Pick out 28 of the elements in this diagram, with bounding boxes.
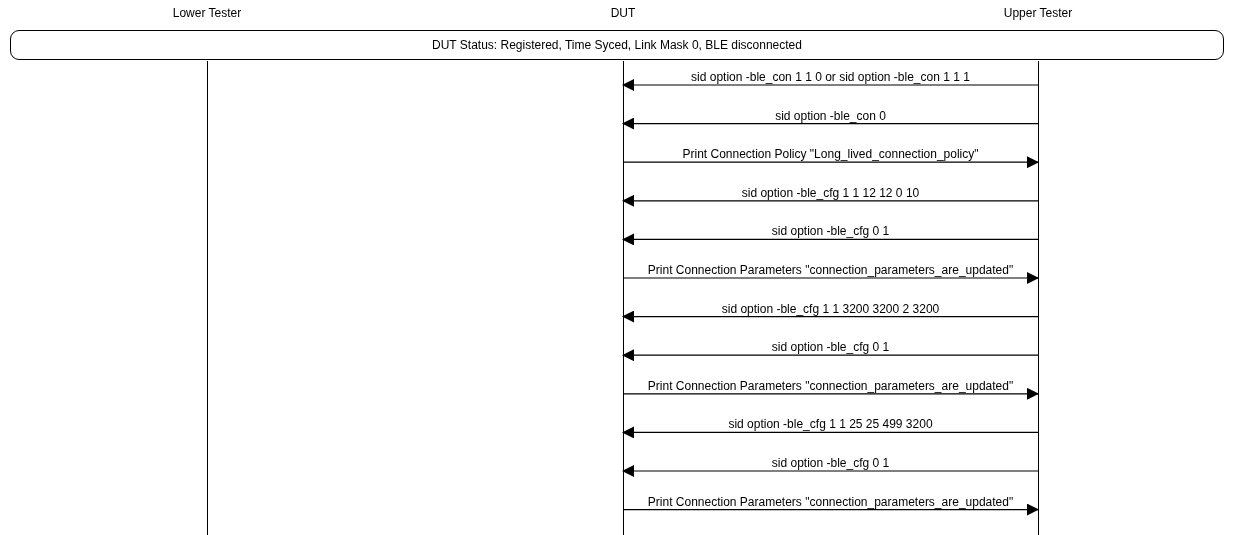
- status-bar: DUT Status: Registered, Time Syced, Link Mask 0, BLE disconnected: [10, 30, 1224, 60]
- message-arrow: [622, 465, 1039, 477]
- participant-label: Upper Tester: [1003, 6, 1073, 20]
- message-arrow: [622, 194, 1039, 207]
- message-arrow: [622, 349, 1039, 362]
- message-arrow: [622, 117, 1039, 130]
- message-label: sid option -ble_con 0: [773, 108, 888, 123]
- message-arrow: [622, 310, 1039, 323]
- message-arrow: [622, 272, 1039, 284]
- message-arrow: [622, 233, 1039, 246]
- message-arrow: [622, 156, 1039, 169]
- message-arrow: [622, 503, 1039, 516]
- message-label: Print Connection Policy "Long_lived_connection_policy": [680, 147, 981, 162]
- message-label: sid option -ble_cfg 0 1: [769, 456, 892, 470]
- participant-label: Lower Tester: [172, 6, 242, 20]
- participant-label: DUT: [610, 6, 636, 20]
- message-label: sid option -ble_cfg 1 1 25 25 499 3200: [726, 417, 935, 432]
- message-label: sid option -ble_con 1 1 0 or sid option -ble_con 1 1 1: [689, 70, 972, 84]
- message-label: Print Connection Parameters "connection_parameters_are_updated": [645, 378, 1016, 393]
- message-label: Print Connection Parameters "connection_parameters_are_updated": [645, 494, 1016, 509]
- message-arrow: [622, 79, 1039, 91]
- message-label: sid option -ble_cfg 1 1 3200 3200 2 3200: [719, 301, 942, 316]
- message-label: Print Connection Parameters "connection_parameters_are_updated": [645, 263, 1016, 277]
- message-arrow: [622, 387, 1039, 400]
- message-label: sid option -ble_cfg 0 1: [769, 340, 892, 355]
- message-label: sid option -ble_cfg 0 1: [769, 224, 892, 239]
- message-arrow: [622, 426, 1039, 439]
- message-label: sid option -ble_cfg 1 1 12 12 0 10: [739, 185, 922, 200]
